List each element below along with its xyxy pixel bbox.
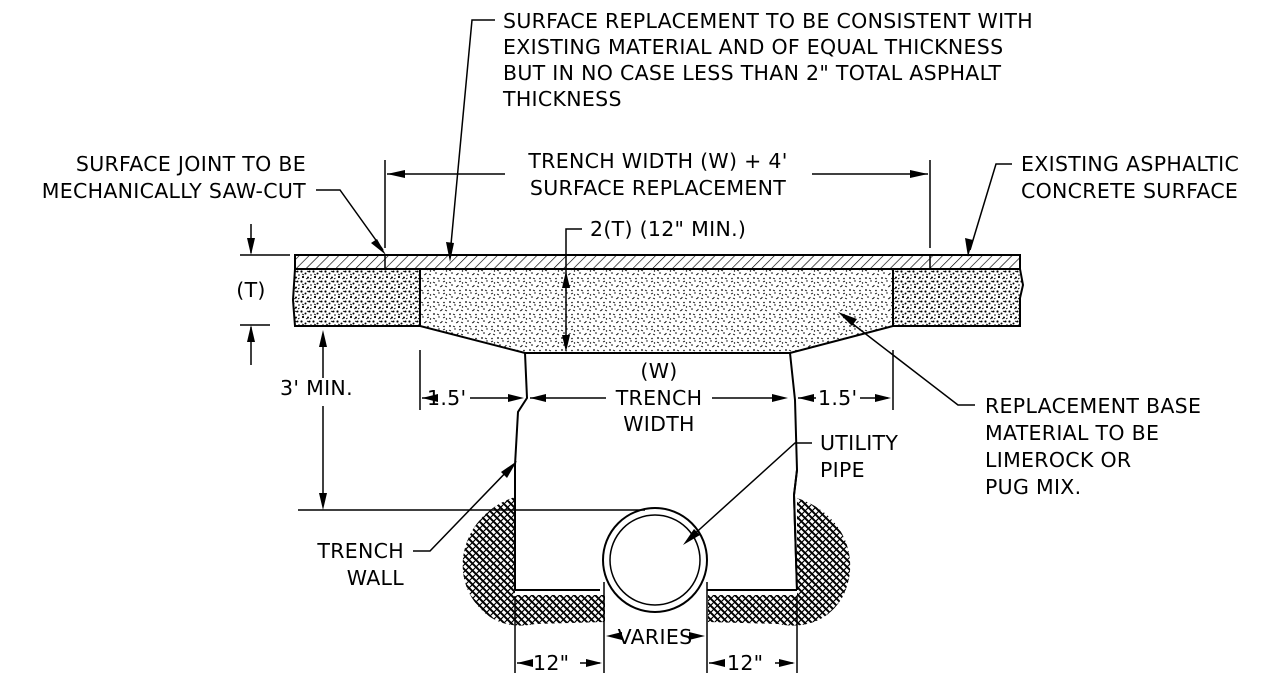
surface-replacement-note-line-4: THICKNESS: [502, 87, 622, 111]
utility-pipe-note-line-2: PIPE: [820, 458, 865, 482]
varies-label: VARIES: [618, 625, 693, 649]
trench-width-label-1: (W): [640, 359, 677, 383]
utility-pipe: [602, 507, 708, 613]
bottom-right-label: 12": [727, 651, 763, 673]
surface-replacement-width-label-1: TRENCH WIDTH (W) + 4': [527, 149, 787, 173]
trench-wall-note: TRENCH WALL: [316, 461, 517, 590]
existing-base-right: [892, 268, 1025, 327]
saw-cut-note-line-1: SURFACE JOINT TO BE: [76, 152, 306, 176]
replacement-base-note-line-1: REPLACEMENT BASE: [985, 394, 1201, 418]
replacement-base: [419, 268, 894, 354]
trench-wall-note-line-1: TRENCH: [316, 539, 404, 563]
replacement-base-note-line-2: MATERIAL TO BE: [985, 421, 1159, 445]
bottom-left-label: 12": [533, 651, 569, 673]
surface-replacement-note: SURFACE REPLACEMENT TO BE CONSISTENT WIT…: [446, 9, 1033, 262]
replacement-base-note-line-4: PUG MIX.: [985, 475, 1081, 499]
base-thickness-dimension: 2(T) (12" MIN.): [562, 217, 746, 352]
trench-width-dimension: 1.5' (W) TRENCH WIDTH 1.5': [419, 350, 894, 436]
surface-replacement-note-line-2: EXISTING MATERIAL AND OF EQUAL THICKNESS: [503, 35, 1003, 59]
existing-thickness-dimension: (T): [236, 224, 290, 365]
base-thickness-label: 2(T) (12" MIN.): [590, 217, 746, 241]
trench-wall-left: [514, 352, 529, 590]
cover-depth-label: 3' MIN.: [280, 376, 353, 400]
utility-pipe-note: UTILITY PIPE: [683, 431, 898, 545]
replacement-base-note: REPLACEMENT BASE MATERIAL TO BE LIMEROCK…: [838, 312, 1201, 499]
saw-cut-note: SURFACE JOINT TO BE MECHANICALLY SAW-CUT: [42, 152, 386, 255]
asphalt-surface-layer: [294, 254, 1021, 270]
utility-pipe-note-line-1: UTILITY: [820, 431, 898, 455]
cover-depth-dimension: 3' MIN.: [280, 330, 645, 511]
soil-hatch-left: [462, 497, 605, 626]
surface-replacement-width-dimension: TRENCH WIDTH (W) + 4' SURFACE REPLACEMEN…: [384, 149, 931, 248]
trench-width-label-2: TRENCH: [615, 386, 703, 410]
surface-replacement-note-line-1: SURFACE REPLACEMENT TO BE CONSISTENT WIT…: [503, 9, 1033, 33]
existing-surface-note-line-1: EXISTING ASPHALTIC: [1021, 152, 1239, 176]
replacement-base-note-line-3: LIMEROCK OR: [985, 448, 1131, 472]
bottom-right-dimension: 12": [709, 596, 798, 673]
trench-wall-note-line-2: WALL: [347, 566, 404, 590]
soil-hatch-right: [708, 498, 851, 626]
existing-surface-note-line-2: CONCRETE SURFACE: [1021, 179, 1238, 203]
utility-pipe-inner: [609, 514, 701, 606]
offset-left-label: 1.5': [427, 386, 466, 410]
surface-replacement-note-line-3: BUT IN NO CASE LESS THAN 2" TOTAL ASPHAL…: [503, 61, 1002, 85]
offset-right-label: 1.5': [818, 386, 857, 410]
saw-cut-note-line-2: MECHANICALLY SAW-CUT: [42, 179, 306, 203]
varies-dimension: VARIES: [603, 582, 708, 673]
existing-surface-note: EXISTING ASPHALTIC CONCRETE SURFACE: [965, 152, 1239, 257]
trench-width-label-3: WIDTH: [623, 412, 695, 436]
existing-base-left: [291, 268, 421, 327]
existing-thickness-label: (T): [236, 278, 265, 302]
surface-replacement-width-label-2: SURFACE REPLACEMENT: [530, 176, 786, 200]
bottom-left-dimension: 12": [514, 596, 602, 673]
